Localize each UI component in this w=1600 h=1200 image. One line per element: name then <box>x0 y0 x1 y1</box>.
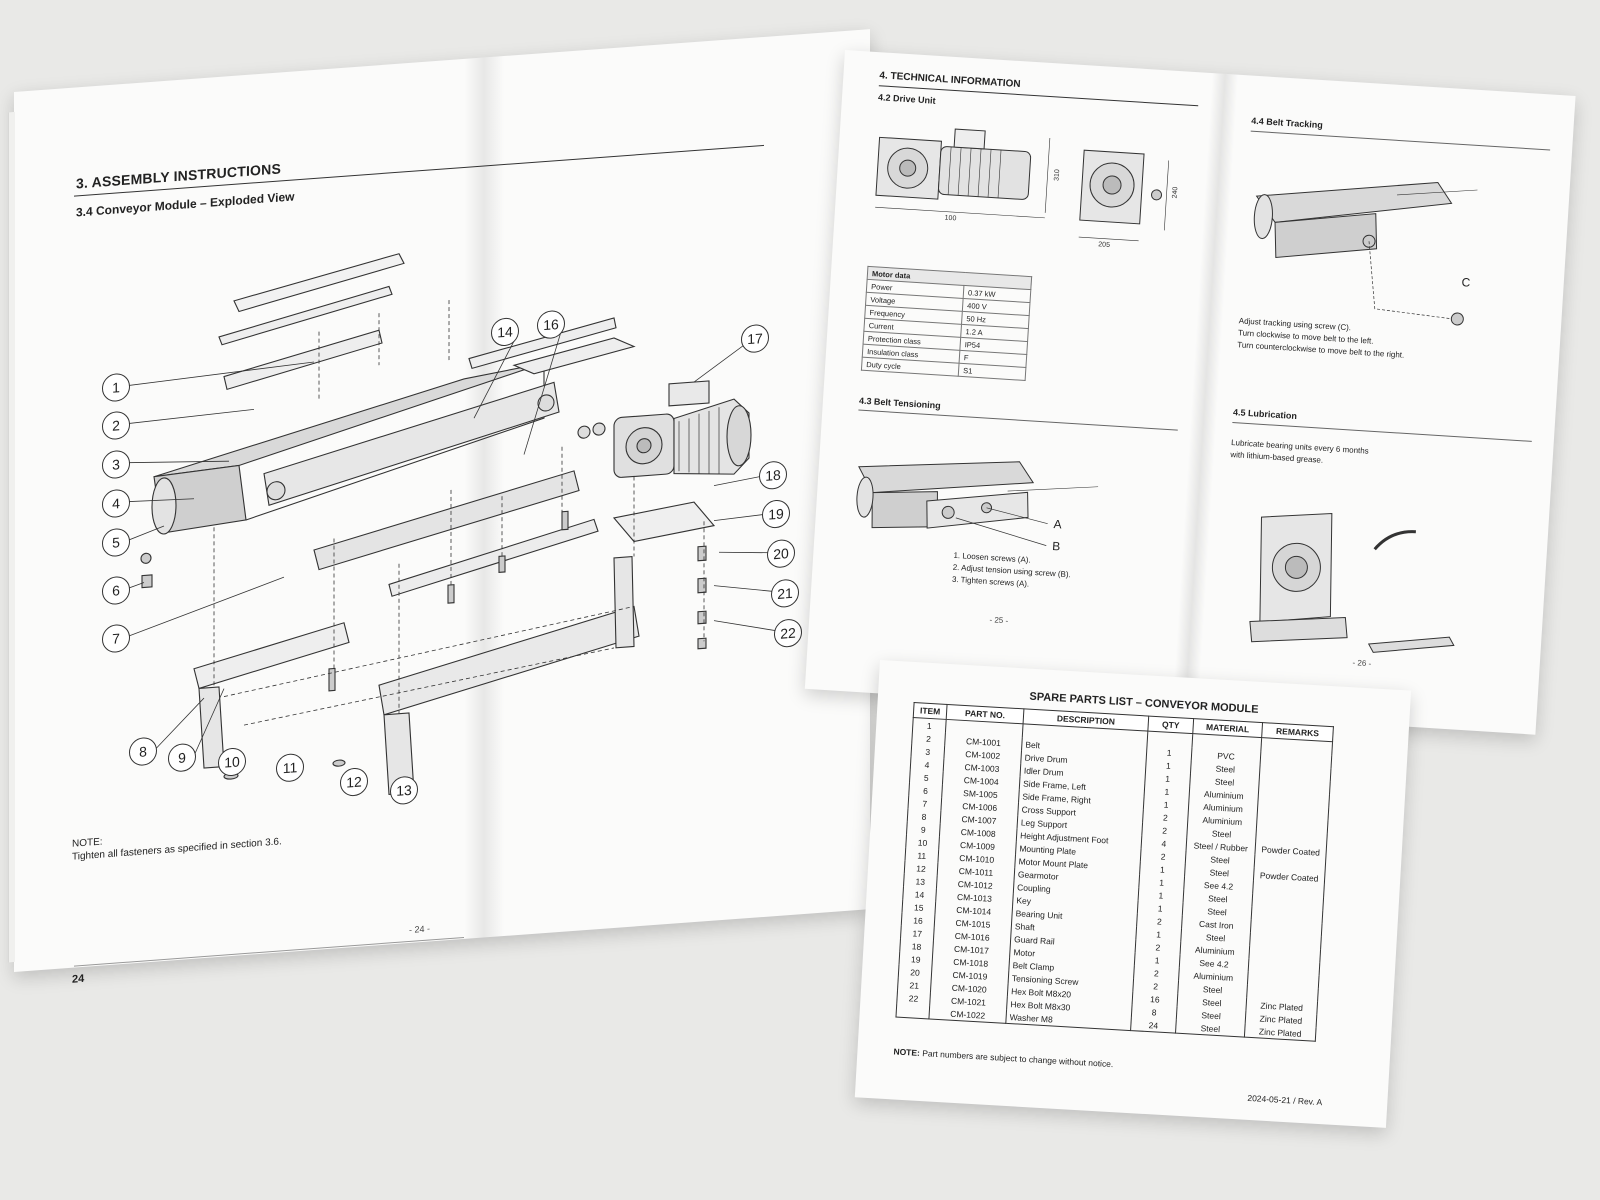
parts-note-text: Part numbers are subject to change witho… <box>921 1048 1114 1070</box>
label-a: A <box>1053 517 1063 532</box>
technical-drawings <box>856 128 1478 653</box>
assembly-manual-spread: 3. ASSEMBLY INSTRUCTIONS 3.4 Conveyor Mo… <box>8 29 870 986</box>
exploded-view-drawing <box>126 253 787 799</box>
parts-note: NOTE: Part numbers are subject to change… <box>893 1045 1114 1071</box>
parts-note-label: NOTE: <box>893 1046 921 1058</box>
page-folio: - 24 - <box>409 923 431 935</box>
spare-parts-sheet: SPARE PARTS LIST – CONVEYOR MODULE ITEM … <box>854 660 1412 1128</box>
page-folio-25: - 25 - <box>989 615 1009 626</box>
front-dim-width: 205 <box>1098 241 1111 250</box>
parts-table: ITEM PART NO. DESCRIPTION QTY MATERIAL R… <box>895 702 1334 1042</box>
drive-dim-width: 100 <box>944 214 957 223</box>
tension-steps: 1. Loosen screws (A). 2. Adjust tension … <box>952 550 1072 593</box>
label-c: C <box>1461 275 1471 290</box>
page-number: 24 <box>72 972 85 986</box>
qty-cell: 24 <box>1130 1017 1177 1034</box>
front-dim-height: 240 <box>1171 186 1180 199</box>
date-revision: 2024-05-21 / Rev. A <box>1247 1092 1323 1108</box>
item-cell <box>895 1003 930 1019</box>
drive-dim-height: 310 <box>1053 169 1062 182</box>
technical-manual-spread: 4. TECHNICAL INFORMATION 4.2 Drive Unit <box>804 50 1576 735</box>
remarks-cell: Zinc Plated <box>1244 1023 1317 1042</box>
page-folio-26: - 26 - <box>1352 658 1372 669</box>
label-b: B <box>1051 539 1061 554</box>
material-cell: Steel <box>1175 1019 1246 1038</box>
